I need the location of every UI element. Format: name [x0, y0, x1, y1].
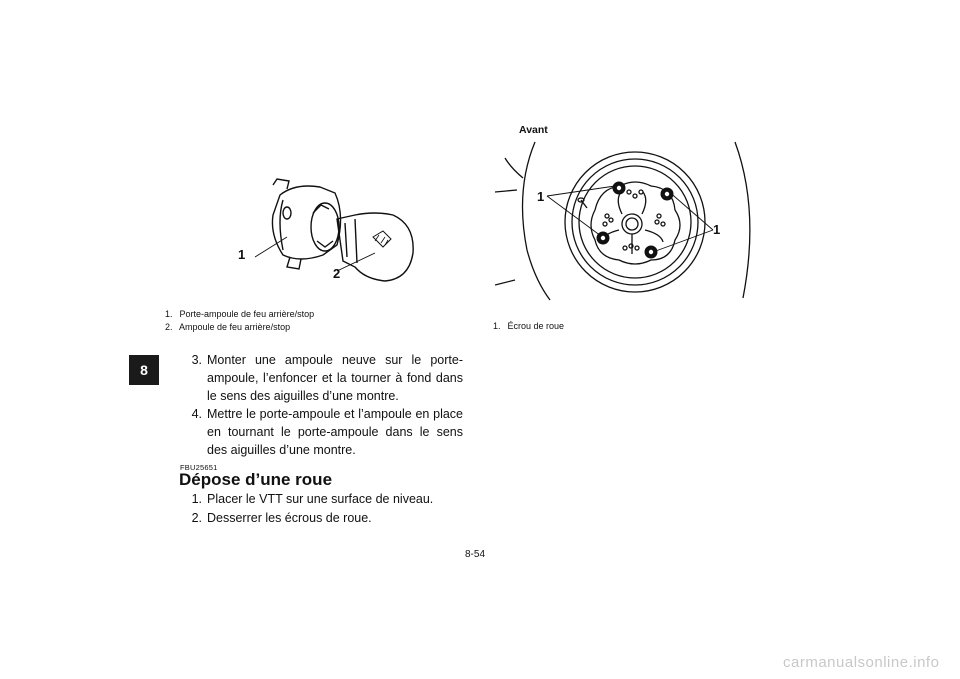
caption-item: 2. Ampoule de feu arrière/stop: [165, 322, 291, 332]
caption-item: 1. Écrou de roue: [493, 321, 565, 331]
section-code: FBU25651: [180, 463, 218, 472]
callout-1-left: 1: [537, 189, 545, 204]
left-figure-caption: 1. Porte-ampoule de feu arrière/stop 2. …: [165, 308, 455, 334]
chapter-tab: 8: [129, 355, 159, 385]
page-number: 8-54: [465, 549, 486, 560]
callout-2: 2: [333, 266, 341, 281]
figure-label-avant: Avant: [519, 124, 548, 136]
step-item: 2.Desserrer les écrous de roue.: [191, 511, 372, 525]
instruction-steps: 3.Monter une ampoule neuve sur le porte-…: [180, 351, 463, 459]
step-item: 1.Placer le VTT sur une surface de nivea…: [191, 492, 434, 506]
step-item: 3.Monter une ampoule neuve sur le porte-…: [191, 353, 463, 403]
section-title: Dépose d’une roue: [179, 470, 333, 489]
callout-1: 1: [238, 247, 246, 262]
bulb-holder-illustration: [254, 178, 414, 282]
step-item: 4.Mettre le porte-ampoule et l’ampoule e…: [191, 407, 463, 457]
wheel-removal-steps: 1.Placer le VTT sur une surface de nivea…: [180, 490, 463, 528]
right-figure-caption: 1. Écrou de roue: [493, 320, 743, 333]
caption-item: 1. Porte-ampoule de feu arrière/stop: [165, 309, 315, 319]
wheel-illustration: [495, 141, 751, 301]
callout-1-right: 1: [713, 222, 721, 237]
watermark: carmanualsonline.info: [783, 654, 940, 671]
